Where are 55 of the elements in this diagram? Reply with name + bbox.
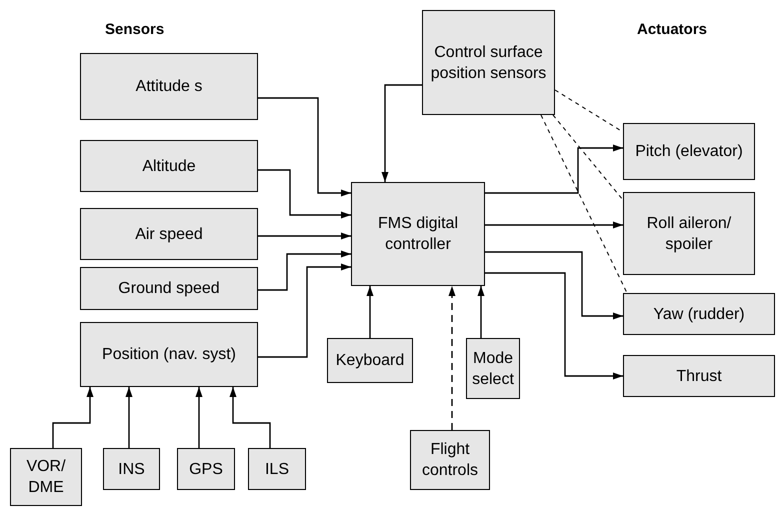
block-box [80,208,258,260]
block-label: Thrust [676,366,722,386]
block-box [177,448,235,490]
block-box [103,448,160,490]
block-box [410,430,490,490]
block-box [466,338,520,399]
block-label: Flight controls [420,440,480,481]
block-label: INS [118,460,145,480]
arrow [485,144,623,194]
block-box [80,53,258,120]
arrow [382,84,422,182]
arrow [485,222,623,228]
block-box [623,293,775,335]
arrow [230,387,271,448]
block-label: Altitude [142,156,196,176]
block-box [623,192,755,275]
block-label: Control surface position sensors [430,42,548,84]
arrow [258,169,351,218]
block-box [351,182,485,286]
block-box [80,267,258,310]
arrow [366,286,374,338]
block-label: Attitude s [136,77,202,97]
arrow [485,272,623,380]
arrow [258,264,351,358]
block-label: VOR/ DME [25,457,67,498]
block-box [80,322,258,387]
block-label: Keyboard [336,351,404,371]
block-box [10,448,82,506]
dashed-arrow [448,286,456,430]
block-label: ILS [264,460,289,480]
arrow [196,387,202,448]
block-label: Roll aileron/ spoiler [646,214,732,254]
arrow [258,250,351,291]
block-box [327,338,413,383]
block-label: Mode select [471,348,515,390]
arrow [485,251,623,320]
block-label: Ground speed [118,279,220,299]
arrow [258,97,351,196]
arrow [258,232,351,240]
block-label: Yaw (rudder) [653,304,745,324]
block-box [623,355,775,397]
block-label: Air speed [135,224,203,244]
block-label: Position (nav. syst) [102,345,236,365]
block-box [422,10,555,115]
column-heading: Actuators [637,22,708,37]
arrow [478,286,484,338]
block-box [248,448,306,490]
column-heading: Sensors [105,22,164,37]
block-box [80,140,258,192]
block-label: FMS digital controller [376,214,460,255]
arrow [52,387,94,448]
block-box [623,123,755,180]
block-label: GPS [189,460,223,480]
block-label: Pitch (elevator) [635,142,743,162]
arrow [126,387,132,448]
